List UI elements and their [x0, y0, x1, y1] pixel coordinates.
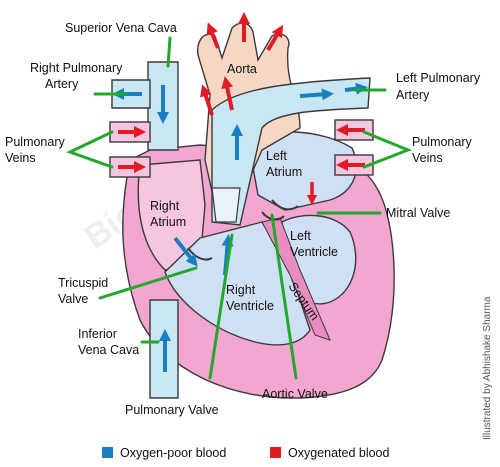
arrow-lpa-1 — [299, 88, 334, 101]
label-left-ventricle: Left Ventricle — [290, 229, 338, 259]
legend-label-oxygenated: Oxygenated blood — [288, 446, 390, 460]
leader-pulmonary-valve — [208, 233, 234, 380]
label-right-pulmonary-artery: Right Pulmonary Artery — [30, 61, 126, 91]
label-mitral-valve: Mitral Valve — [386, 206, 450, 220]
arrow-aorta-5 — [221, 76, 234, 111]
label-left-pulmonary-artery: Left Pulmonary Artery — [396, 71, 484, 102]
label-left-atrium: Left Atrium — [266, 149, 302, 179]
label-superior-vena-cava: Superior Vena Cava — [65, 21, 177, 35]
legend-label-oxygen-poor: Oxygen-poor blood — [120, 446, 226, 460]
label-aortic-valve: Aortic Valve — [262, 387, 328, 401]
arrow-aorta-4 — [200, 84, 214, 116]
label-pulmonary-valve: Pulmonary Valve — [125, 403, 219, 417]
right-ventricle-chamber — [164, 221, 311, 346]
legend-swatch-oxygenated — [270, 447, 281, 458]
label-right-ventricle: Right Ventricle — [226, 283, 274, 313]
legend-swatch-oxygen-poor — [102, 447, 113, 458]
arrow-aorta-3 — [266, 24, 284, 52]
label-right-atrium: Right Atrium — [150, 199, 186, 229]
illustrator-credit: Illustrated by Abhishake Sharma — [482, 296, 493, 440]
arrow-aorta-1 — [206, 22, 220, 49]
pulmonary-valve-shape — [211, 187, 241, 223]
tricuspid-valve-shape — [187, 247, 213, 261]
leader-pv-right — [362, 130, 413, 169]
label-tricuspid-valve: Tricuspid Valve — [58, 276, 112, 306]
leader-tricuspid — [98, 266, 198, 300]
label-pulmonary-veins-left: Pulmonary Veins — [5, 135, 68, 165]
arrow-lpa-2 — [344, 82, 368, 95]
leader-aortic — [270, 213, 298, 380]
label-aorta: Aorta — [227, 62, 257, 76]
pulmonary-trunk-vessel — [211, 77, 371, 226]
mitral-valve-shape — [271, 199, 299, 211]
label-pulmonary-veins-right: Pulmonary Veins — [412, 135, 475, 165]
arrow-right-atrium — [173, 236, 198, 267]
leader-pv-left — [66, 130, 114, 169]
label-inferior-vena-cava: Inferior Vena Cava — [78, 327, 139, 357]
leader-svc — [166, 36, 172, 68]
